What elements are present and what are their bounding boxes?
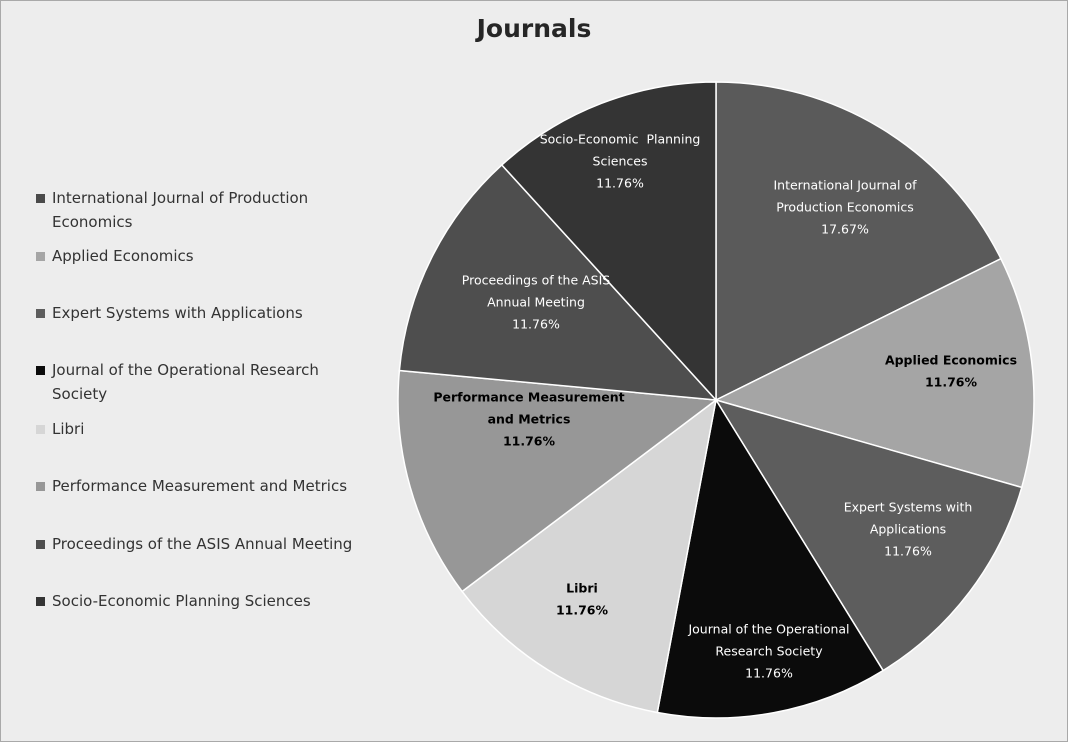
legend-item: Libri	[36, 417, 396, 441]
pie-slice	[461, 398, 718, 714]
slice-name-label: and Metrics	[488, 412, 571, 427]
legend-swatch	[36, 540, 45, 549]
slice-name-label: Performance Measurement	[433, 390, 624, 405]
slice-name-label: Libri	[566, 581, 598, 596]
slice-name-label: Expert Systems with	[844, 500, 973, 515]
slice-name-label: Research Society	[715, 644, 823, 659]
chart-title: Journals	[476, 14, 592, 43]
pie-slice	[714, 398, 1023, 672]
legend-label: Socio-Economic Planning Sciences	[52, 592, 311, 610]
slice-value-label: 11.76%	[884, 544, 932, 559]
legend-swatch	[36, 482, 45, 491]
pie-slice	[713, 257, 1035, 489]
slice-name-label: Production Economics	[776, 200, 914, 215]
slice-name-label: Applications	[870, 522, 946, 537]
legend-label: Applied Economics	[52, 247, 194, 265]
legend-item: Applied Economics	[36, 244, 396, 268]
legend-label: Performance Measurement and Metrics	[52, 477, 348, 495]
legend-label: Journal of the Operational Research	[52, 361, 319, 379]
legend-swatch	[36, 597, 45, 606]
slice-value-label: 11.76%	[925, 375, 978, 390]
slice-value-label: 11.76%	[556, 603, 609, 618]
legend-label: Libri	[52, 420, 85, 438]
legend-swatch	[36, 425, 45, 434]
slice-name-label: Socio-Economic Planning	[540, 132, 701, 147]
pie-slice	[500, 81, 717, 402]
legend-item: Expert Systems with Applications	[36, 301, 396, 325]
slice-name-label: Journal of the Operational	[687, 622, 849, 637]
legend-label: Economics	[52, 213, 133, 231]
legend-label: Expert Systems with Applications	[52, 304, 303, 322]
legend-item: Proceedings of the ASIS Annual Meeting	[36, 532, 396, 556]
legend-swatch	[36, 194, 45, 203]
slice-name-label: Sciences	[593, 154, 648, 169]
pie-slice	[398, 163, 718, 401]
slice-value-label: 11.76%	[503, 434, 556, 449]
slice-name-label: International Journal of	[773, 178, 917, 193]
slice-name-label: Annual Meeting	[487, 295, 585, 310]
slice-name-label: Applied Economics	[885, 353, 1017, 368]
slice-value-label: 11.76%	[512, 317, 560, 332]
pie-slice	[656, 397, 885, 719]
legend-label: International Journal of Production	[52, 189, 309, 207]
legend-label: Proceedings of the ASIS Annual Meeting	[52, 535, 353, 553]
pie-slice	[397, 369, 718, 593]
legend-item: Performance Measurement and Metrics	[36, 474, 396, 498]
slice-value-label: 11.76%	[596, 176, 644, 191]
legend-swatch	[36, 366, 45, 375]
legend-swatch	[36, 309, 45, 318]
legend-swatch	[36, 252, 45, 261]
slice-value-label: 11.76%	[745, 666, 793, 681]
legend-label: Society	[52, 385, 108, 403]
slice-name-label: Proceedings of the ASIS	[462, 273, 611, 288]
slice-value-label: 17.67%	[821, 222, 869, 237]
pie-slice	[715, 81, 1002, 402]
legend-item: Socio-Economic Planning Sciences	[36, 589, 396, 613]
